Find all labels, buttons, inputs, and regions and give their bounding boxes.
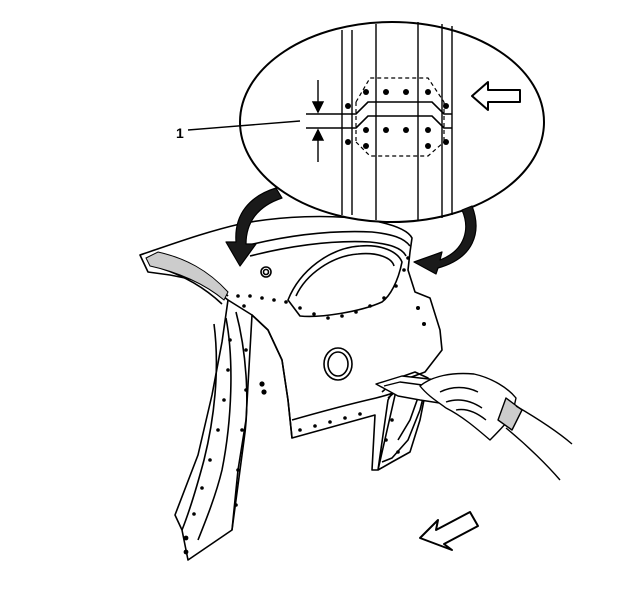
quarter-panel — [139, 215, 443, 561]
arrow-left-outline-icon — [471, 81, 521, 111]
weld-spots — [183, 256, 426, 555]
callout-1-label: 1 — [176, 125, 184, 141]
projection-arrows — [225, 187, 477, 275]
arrow-down-left-outline-icon — [419, 511, 479, 551]
detail-view — [239, 21, 545, 223]
hand-with-tool — [375, 372, 573, 481]
pillar-shade — [145, 251, 229, 301]
gap-measurement — [306, 80, 342, 162]
callout-1: 1 — [176, 120, 301, 141]
